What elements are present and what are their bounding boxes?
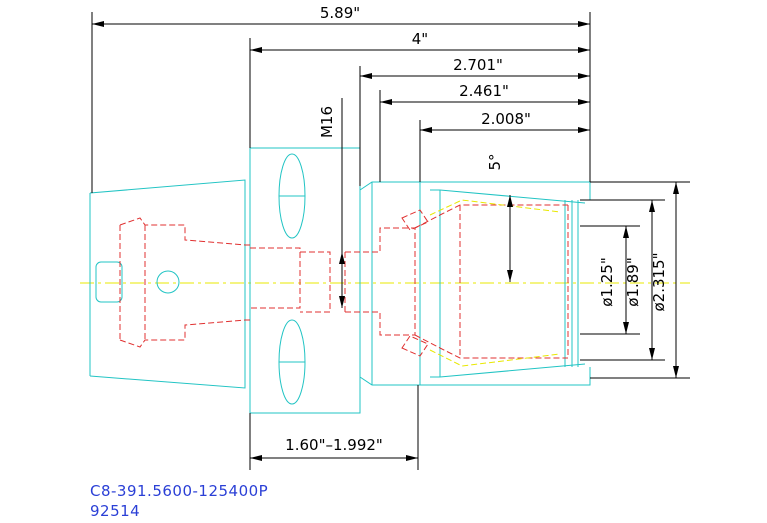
dim-dia-125: ø1.25" [598, 257, 616, 306]
dim-flange-length: 4" [412, 30, 428, 48]
collet-taper [429, 199, 561, 367]
dim-overall-length: 5.89" [320, 4, 360, 22]
dim-2008: 2.008" [481, 110, 531, 128]
hidden-lines [119, 204, 569, 359]
dim-dia-2315: ø2.315" [650, 252, 668, 311]
dim-2461: 2.461" [459, 82, 509, 100]
dim-gauge-range: 1.60"–1.992" [285, 436, 383, 454]
dim-dia-189: ø1.89" [624, 257, 642, 306]
tool-outline [89, 147, 591, 414]
part-number: C8-391.5600-125400P [90, 482, 269, 500]
dim-thread: M16 [318, 106, 336, 138]
dimension-lines [91, 12, 690, 470]
drawing-number: 92514 [90, 502, 141, 520]
arrowheads [92, 21, 679, 461]
dim-2701: 2.701" [453, 56, 503, 74]
dim-angle: 5° [486, 153, 504, 170]
